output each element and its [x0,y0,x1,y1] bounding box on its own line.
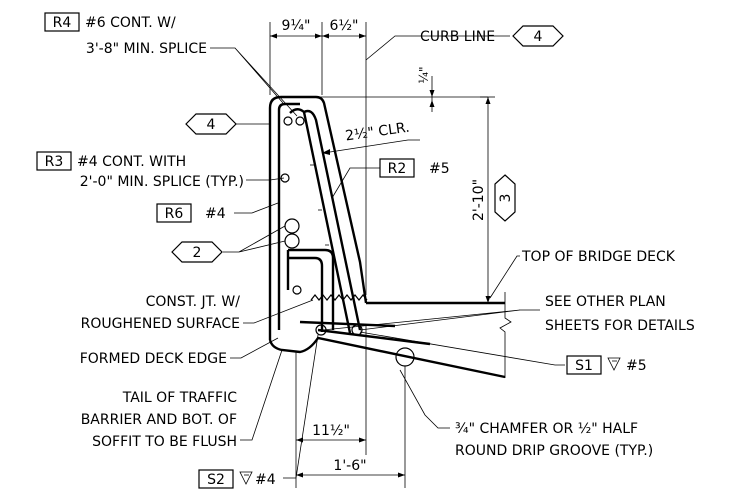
curb-line-label: CURB LINE [420,29,495,45]
barrier-outline [268,95,512,379]
dimension-lines [269,22,510,488]
hex-2: 2 [171,241,223,263]
r4-line1: #6 CONT. W/ [85,15,176,31]
dim-11-1-2: 11½" [312,423,350,439]
reinforcement [277,102,431,346]
epoxy-coated-icon [607,357,621,371]
hex-4-left: 4 [185,113,237,135]
label-s1: S1 #5 [566,355,647,375]
s1-text: #5 [626,358,647,374]
see-other-line1: SEE OTHER PLAN [545,294,666,310]
drawing-label: 4 [207,117,216,133]
r3-line2: 2'-0" MIN. SPLICE (TYP.) [80,174,244,190]
label-r3: R3 #4 CONT. WITH 2'-0" MIN. SPLICE (TYP.… [36,151,244,190]
dim-6-1-2: 6½" [330,18,359,34]
r6-tag: R6 [165,206,184,222]
dim-1-4: ¼" [417,66,431,83]
formed-edge-label: FORMED DECK EDGE [80,351,227,367]
leader-lines [210,47,565,479]
drawing-label: 3 [498,194,514,203]
chamfer-line2: ROUND DRIP GROOVE (TYP.) [455,443,653,459]
drawing-label: 2 [193,245,202,261]
s1-tag: S1 [575,358,593,374]
r4-line2: 3'-8" MIN. SPLICE [86,41,207,57]
const-jt-line1: CONST. JT. W/ [146,294,241,310]
hex-3: 3 [494,174,516,222]
label-s2: S2 #4 [198,469,276,489]
drawing-label: 4 [534,29,543,45]
tail-line2: BARRIER AND BOT. OF [81,412,237,428]
const-jt-line2: ROUGHENED SURFACE [81,316,240,332]
dim-1-6: 1'-6" [333,458,366,474]
hex-4-curb: 4 [512,25,564,47]
label-r2: R2 #5 [379,158,450,178]
r6-text: #4 [205,206,226,222]
label-r4: R4 #6 CONT. W/ 3'-8" MIN. SPLICE [44,12,207,57]
r3-line1: #4 CONT. WITH [77,154,186,170]
see-other-line2: SHEETS FOR DETAILS [545,318,695,334]
r3-tag: R3 [45,154,64,170]
r2-text: #5 [429,161,450,177]
construction-joint [310,294,368,301]
r2-tag: R2 [388,161,407,177]
chamfer-line1: ¾" CHAMFER OR ½" HALF [455,421,638,437]
top-of-deck-label: TOP OF BRIDGE DECK [521,249,676,265]
tail-line3: SOFFIT TO BE FLUSH [92,434,237,450]
dim-2-10: 2'-10" [471,179,487,221]
s2-text: #4 [255,472,276,488]
tail-line1: TAIL OF TRAFFIC [122,390,237,406]
label-r6: R6 #4 [156,203,226,223]
s2-tag: S2 [207,472,225,488]
epoxy-coated-icon [239,471,253,485]
dim-9-1-4: 9¼" [282,18,311,34]
r4-tag: R4 [53,15,72,31]
